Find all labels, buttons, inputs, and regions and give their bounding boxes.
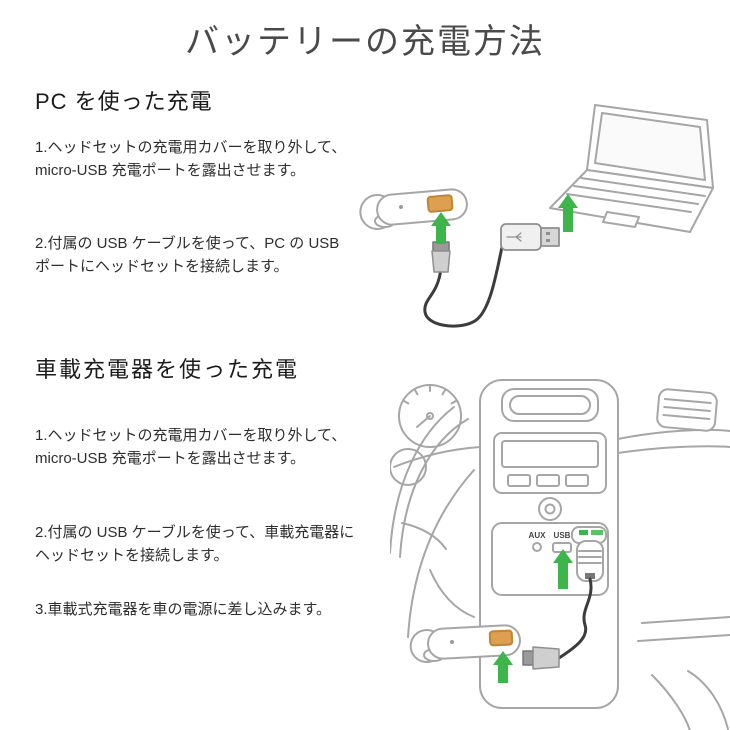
usb-label: USB <box>554 531 571 540</box>
console-lower-panel <box>491 522 609 596</box>
car-step-1: 1.ヘッドセットの充電用カバーを取り外して、micro-USB 充電ポートを露出… <box>35 427 347 468</box>
headset-body <box>376 188 468 226</box>
arrow-up-laptop-port-icon <box>558 194 578 232</box>
micro-usb-plug <box>431 241 451 273</box>
usb-a-plug <box>500 223 560 251</box>
keyboard-row <box>580 177 706 197</box>
car-step-2: 2.付属の USB ケーブルを使って、車載充電器にヘッドセットを接続します。 <box>35 524 355 565</box>
charging-port-cover <box>488 629 514 647</box>
illustration-car-charging: AUX USB <box>390 375 730 730</box>
laptop-illustration <box>549 104 714 233</box>
page-title: バッテリーの充電方法 <box>185 23 545 61</box>
console-knob <box>538 497 562 521</box>
arrow-up-headset-port-icon <box>431 212 451 244</box>
illustration-pc-charging <box>345 100 725 330</box>
steering-wheel <box>390 406 469 558</box>
arrow-up-headset-port-icon <box>493 651 513 683</box>
console-speaker-inner <box>509 395 591 415</box>
center-console <box>479 379 619 709</box>
headset-button <box>450 640 454 644</box>
laptop-touchpad <box>602 211 640 228</box>
interior-lines <box>637 616 730 730</box>
ear-hook <box>409 629 437 663</box>
arrow-up-socket-icon <box>553 549 573 589</box>
keyboard-row <box>566 193 692 213</box>
air-vent <box>656 388 718 432</box>
charger-marking <box>579 530 603 535</box>
charger-usb-out <box>585 573 595 579</box>
section-pc-heading: PC を使った充電 <box>35 89 213 114</box>
head-unit-screen <box>501 440 599 468</box>
head-unit-button <box>565 474 589 487</box>
micro-usb-plug-car <box>522 646 560 670</box>
headset-illustration-car <box>409 624 521 663</box>
head-unit-button <box>536 474 560 487</box>
pc-step-2: 2.付属の USB ケーブルを使って、PC の USB ポートにヘッドセットを接… <box>35 235 340 276</box>
console-knob-center <box>544 503 556 515</box>
head-unit <box>493 432 607 494</box>
keyboard-row <box>573 185 699 205</box>
head-unit-button <box>507 474 531 487</box>
instrument-cluster <box>390 384 462 486</box>
headset-button <box>399 205 403 209</box>
car-charger <box>571 526 607 582</box>
charger-cable <box>557 577 593 660</box>
car-step-3: 3.車載式充電器を車の電源に差し込みます。 <box>35 601 332 618</box>
laptop-screen-panel <box>594 112 706 181</box>
usb-cable <box>423 236 506 328</box>
console-speaker <box>501 388 599 422</box>
aux-label: AUX <box>529 531 547 540</box>
pc-step-1: 1.ヘッドセットの充電用カバーを取り外して、micro-USB 充電ポートを露出… <box>35 139 347 180</box>
charging-port-cover <box>426 194 454 213</box>
laptop-keyboard-deck <box>549 169 714 233</box>
ear-hook <box>359 194 388 230</box>
dashboard-lines <box>393 428 730 638</box>
usb-trident-icon <box>506 232 522 242</box>
headset-illustration <box>359 188 468 230</box>
aux-jack-port <box>532 542 542 552</box>
section-car-heading: 車載充電器を使った充電 <box>35 357 300 382</box>
